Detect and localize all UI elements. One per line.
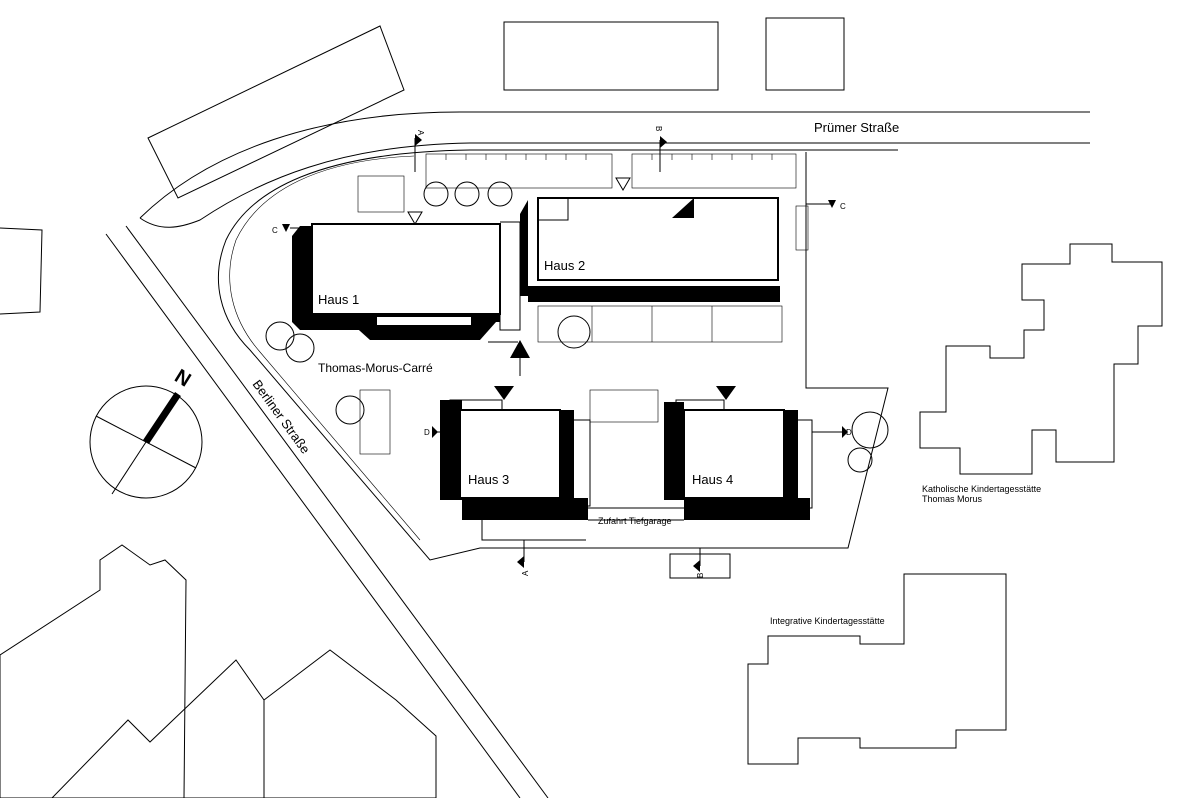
kita-catholic-building — [919, 243, 1163, 475]
section-markers — [282, 134, 848, 579]
house-4-label: Haus 4 — [692, 472, 733, 487]
kita-integrative-label: Integrative Kindertagesstätte — [770, 616, 885, 626]
section-label-c-left: C — [272, 226, 278, 235]
section-label-b-top: B — [654, 126, 663, 131]
access-triangle-north — [615, 177, 631, 191]
street-label-pruemer: Prümer Straße — [814, 120, 899, 135]
tree — [487, 181, 513, 207]
north-arrow-needle — [143, 392, 181, 444]
entrance-arrow-main — [510, 340, 530, 358]
garbage-enclosure — [795, 205, 809, 251]
parking — [357, 153, 809, 455]
gate-b — [669, 553, 731, 579]
house-1-label: Haus 1 — [318, 292, 359, 307]
house-2 — [499, 197, 780, 331]
tree — [285, 333, 315, 363]
section-label-a-top: A — [416, 130, 425, 136]
house-1 — [292, 223, 501, 340]
north-arrow-circle — [89, 385, 203, 499]
street-label-berliner: Berliner Straße — [250, 377, 314, 457]
section-label-b-bottom: B — [696, 573, 705, 578]
tree — [265, 321, 295, 351]
kita-integrative-building — [747, 573, 1007, 765]
kita-catholic-label-1: Katholische Kindertagesstätte — [922, 484, 1041, 494]
inner-curb — [229, 155, 421, 541]
berliner-strasse-edge-west — [105, 233, 521, 798]
house-2-body — [537, 197, 779, 281]
parking-row-middle — [537, 305, 783, 343]
trees — [265, 181, 889, 473]
entrance-markers — [407, 177, 736, 400]
parking-row-south — [589, 389, 659, 423]
tree — [557, 315, 591, 349]
tree — [851, 411, 889, 449]
tree — [847, 447, 873, 473]
section-label-a-bottom: A — [521, 570, 530, 576]
complex-name: Thomas-Morus-Carré — [318, 361, 433, 375]
north-arrow: N — [89, 365, 203, 499]
parking-row-north-1 — [425, 153, 613, 189]
parking-ticks — [445, 154, 773, 160]
streets — [105, 111, 1090, 798]
house-4 — [664, 399, 813, 520]
neighbor-building-s — [51, 659, 265, 798]
garage-access-label: Zufahrt Tiefgarage — [598, 516, 672, 526]
tree — [335, 395, 365, 425]
labels: Prümer Straße Berliner Straße Haus 1 Hau… — [250, 120, 1042, 626]
kita-catholic-label-2: Thomas Morus — [922, 494, 983, 504]
house-3-body — [459, 409, 561, 499]
house-2-label: Haus 2 — [544, 258, 585, 273]
entrance-arrow-haus3 — [494, 386, 514, 400]
bike-shed — [357, 175, 405, 213]
section-label-c-right: C — [840, 202, 846, 211]
shed-west — [359, 389, 391, 455]
house-3 — [440, 399, 591, 541]
neighbor-buildings — [0, 17, 1163, 798]
pruemer-strasse-edge-south — [139, 142, 1090, 228]
site-boundary — [217, 149, 898, 561]
section-label-d-left: D — [424, 428, 430, 437]
neighbor-building-nw — [147, 25, 405, 199]
neighbor-building-w — [0, 227, 43, 315]
neighbor-building-sw — [0, 544, 187, 798]
north-arrow-label: N — [171, 365, 195, 391]
neighbor-building-n2 — [765, 17, 845, 91]
entrance-arrow-haus4 — [716, 386, 736, 400]
neighbor-building-n1 — [503, 21, 719, 91]
house-3-label: Haus 3 — [468, 472, 509, 487]
tree — [423, 181, 449, 207]
neighbor-building-s2 — [263, 649, 437, 798]
berliner-strasse-edge-east — [125, 225, 549, 798]
section-label-d-right: D — [846, 428, 852, 437]
tree — [454, 181, 480, 207]
pruemer-strasse-edge-north — [139, 111, 1090, 219]
access-triangle-haus1 — [407, 211, 423, 225]
house-4-body — [683, 409, 785, 499]
parking-row-north-2 — [631, 153, 797, 189]
house-1-body — [311, 223, 501, 315]
